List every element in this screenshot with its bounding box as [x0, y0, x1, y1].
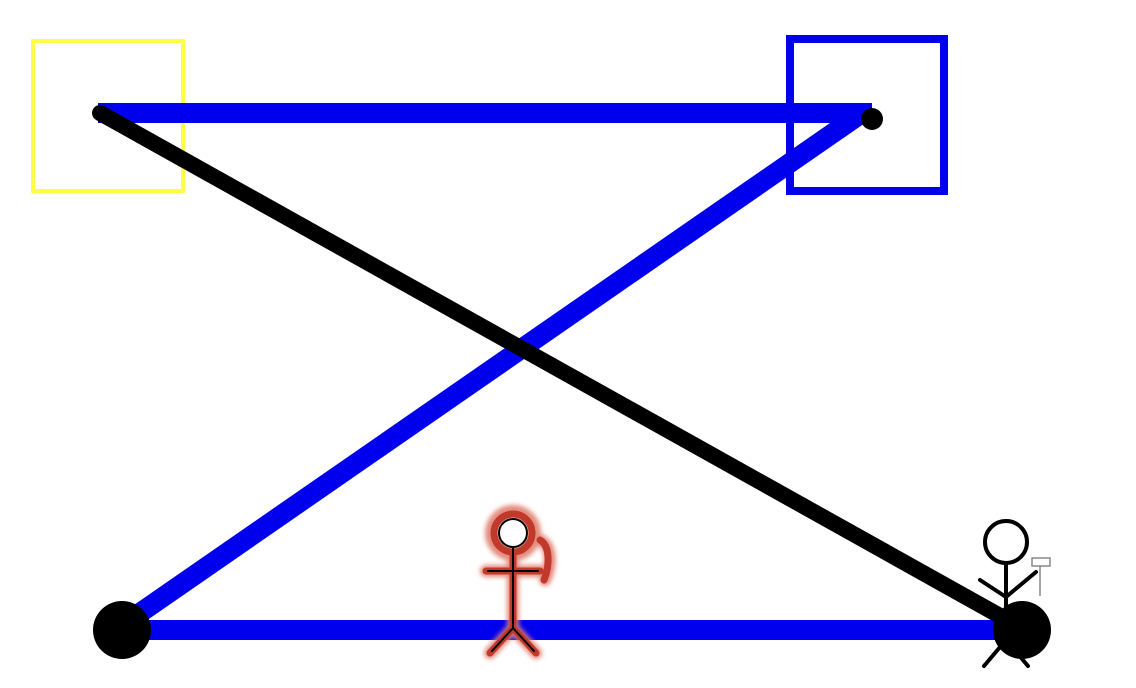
edge-diagonal-blue[interactable]	[118, 104, 868, 633]
node-top-right[interactable]	[861, 108, 883, 130]
player-red-selected[interactable]	[480, 505, 556, 659]
player-black-with-hammer[interactable]	[978, 519, 1051, 668]
edge-diagonal-black[interactable]	[92, 105, 1026, 634]
hammer-icon	[1031, 557, 1051, 596]
node-top-left[interactable]	[94, 107, 106, 119]
node-bottom-left[interactable]	[93, 601, 151, 659]
node-bottom-right[interactable]	[993, 601, 1051, 659]
